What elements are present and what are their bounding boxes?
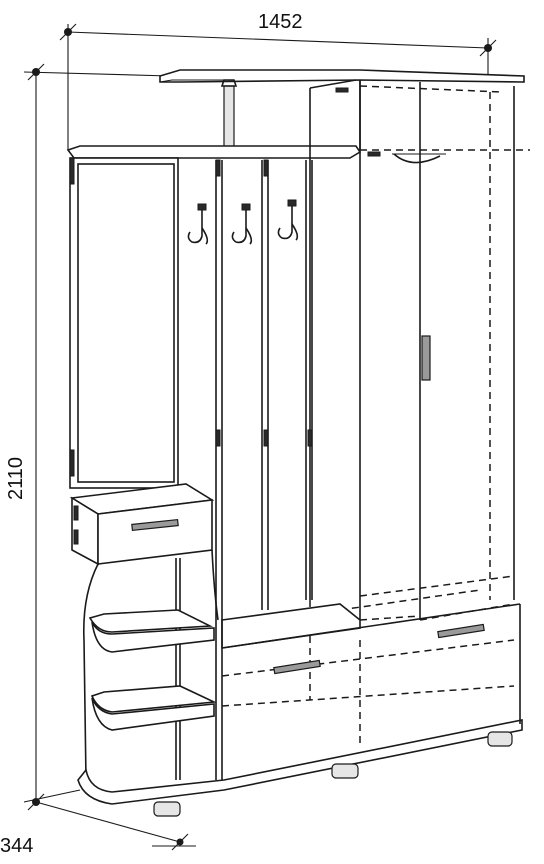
wardrobe-door-handle <box>421 335 431 381</box>
foot <box>487 731 513 747</box>
left-drawer-handle <box>131 518 179 532</box>
coat-hook-icon <box>231 203 253 245</box>
width-dimension: 1452 <box>59 11 497 150</box>
foot <box>153 801 181 817</box>
upper-shelf <box>66 145 362 159</box>
height-label: 2110 <box>5 457 27 500</box>
left-drawer-unit <box>69 483 215 566</box>
coat-hook-icon <box>187 203 209 245</box>
wardrobe-carcass <box>309 79 515 620</box>
wardrobe-hidden-edges <box>221 85 530 746</box>
lower-drawer-handle <box>273 659 321 675</box>
foot <box>331 763 359 779</box>
lower-drawer-handle <box>437 623 485 639</box>
coat-hook-icon <box>277 199 299 241</box>
canopy-support-rod <box>220 79 238 151</box>
bottom-base <box>77 603 523 805</box>
height-dimension: 2110 <box>5 63 171 811</box>
open-shelf-unit <box>82 549 219 801</box>
depth-dimension: 344 <box>0 798 196 857</box>
width-label: 1452 <box>258 11 303 33</box>
mirror-panel <box>69 157 179 489</box>
depth-label: 344 <box>0 835 33 857</box>
